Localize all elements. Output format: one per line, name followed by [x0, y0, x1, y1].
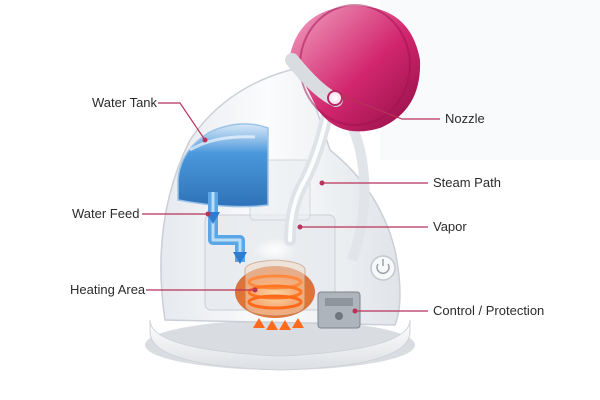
heat-arrows — [253, 318, 304, 330]
steamer-base — [145, 319, 415, 371]
leader-dots — [202, 94, 358, 314]
control-module-graphic — [317, 291, 361, 329]
label-water-feed: Water Feed — [72, 206, 140, 221]
leader-nozzle — [344, 96, 440, 120]
nozzle-cone-graphic — [285, 4, 421, 132]
label-vapor: Vapor — [433, 219, 467, 234]
power-icon — [370, 255, 396, 281]
label-control-protection: Control / Protection — [433, 303, 545, 318]
leader-water-tank — [158, 102, 206, 141]
label-steam-path: Steam Path — [433, 175, 501, 190]
heating-chamber-graphic — [235, 238, 315, 330]
label-nozzle: Nozzle — [445, 111, 485, 126]
water-tank-graphic — [177, 123, 269, 208]
label-water-tank: Water Tank — [92, 95, 158, 110]
steam-path-tube — [284, 104, 334, 246]
label-heating-area: Heating Area — [70, 282, 146, 297]
leader-lines — [142, 96, 440, 312]
